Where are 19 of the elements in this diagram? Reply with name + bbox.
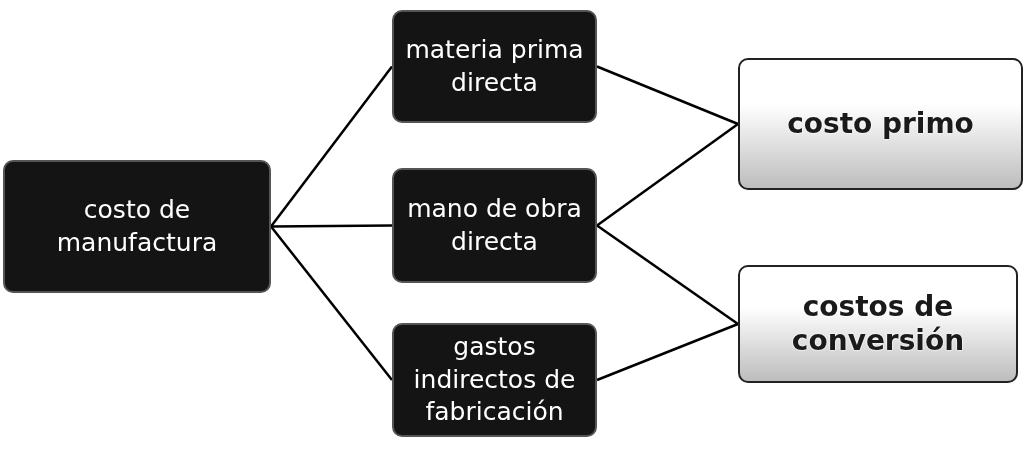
node-label: costo primo <box>786 107 975 141</box>
result-box <box>738 265 1018 383</box>
category-box <box>392 168 597 283</box>
category-box <box>392 10 597 123</box>
connector-line <box>270 65 393 228</box>
connector-line <box>596 65 739 126</box>
node-label: mano de obra directa <box>406 193 583 258</box>
node-label: costos de conversión <box>790 290 966 358</box>
result-box <box>738 58 1023 190</box>
node-label: gastos indirectos de fabricación <box>412 331 577 429</box>
category-box <box>392 323 597 437</box>
connector-line <box>596 123 739 227</box>
connector-line <box>596 322 739 382</box>
connector-line <box>270 225 393 381</box>
connector-line <box>271 224 392 228</box>
node-label: costo de manufactura <box>55 194 219 259</box>
category-box <box>3 160 271 293</box>
node-label: materia prima directa <box>404 34 585 99</box>
connector-line <box>596 224 739 326</box>
